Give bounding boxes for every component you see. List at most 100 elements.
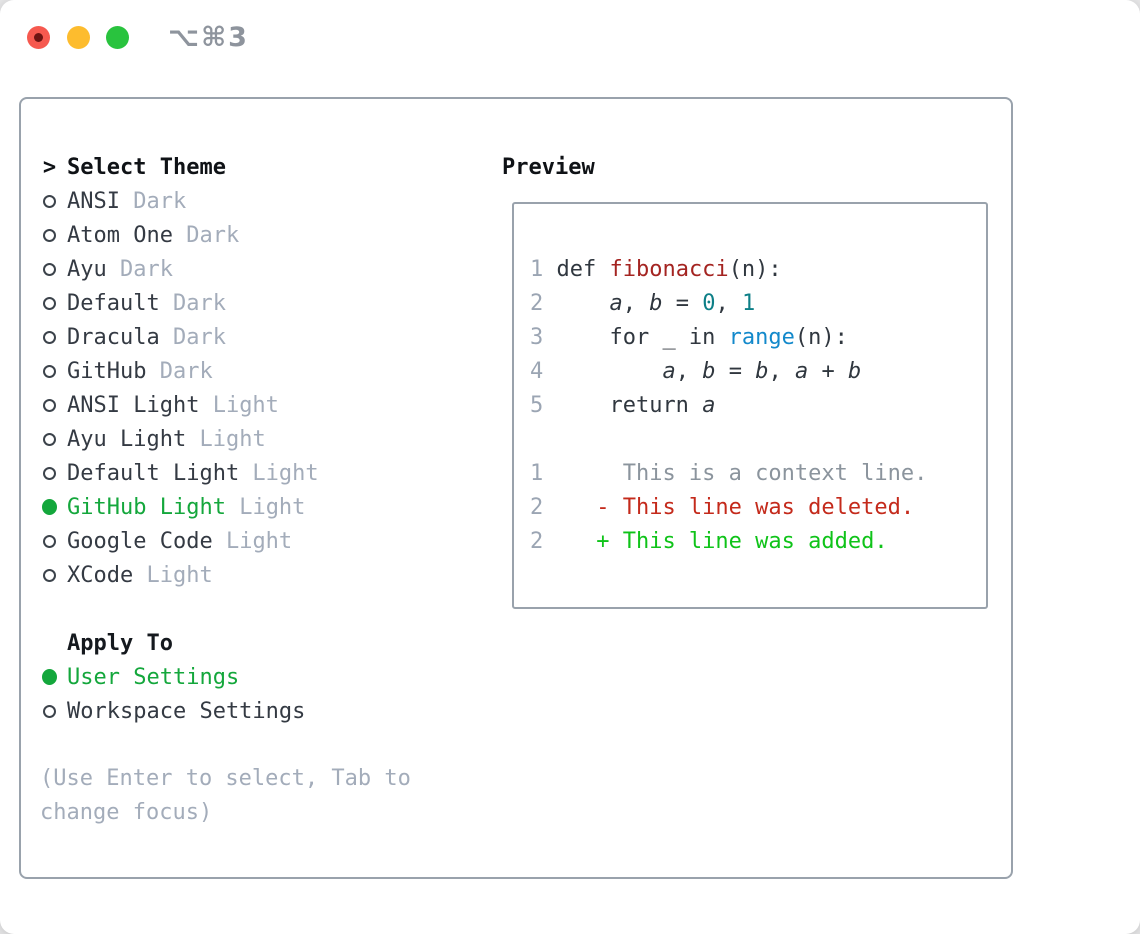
option-variant-label: Dark xyxy=(146,358,213,384)
token-plain: , xyxy=(715,291,742,316)
apply-option-workspace-settings[interactable]: Workspace Settings xyxy=(42,694,305,728)
option-label: GitHub Light xyxy=(67,494,226,520)
token-plain: , xyxy=(675,359,703,384)
apply-option-user-settings[interactable]: User Settings xyxy=(42,660,305,694)
option-variant-label: Dark xyxy=(106,256,173,282)
code-line: 1 def fibonacci(n): xyxy=(530,253,986,287)
theme-option-github[interactable]: GitHub Dark xyxy=(42,354,319,388)
option-variant-label: Light xyxy=(225,494,306,520)
theme-option-ansi[interactable]: ANSI Dark xyxy=(42,184,319,218)
radio-unselected-icon xyxy=(42,296,57,310)
radio-unselected-icon xyxy=(42,432,57,446)
theme-option-default[interactable]: Default Dark xyxy=(42,286,319,320)
code-line: 1 This is a context line. xyxy=(530,457,986,491)
radio-unselected-icon xyxy=(42,534,57,548)
close-button-icon[interactable] xyxy=(27,26,50,49)
token-num: 1 xyxy=(741,291,756,316)
minimize-button-icon[interactable] xyxy=(67,26,90,49)
theme-option-xcode[interactable]: XCode Light xyxy=(42,558,319,592)
token-var: b xyxy=(702,359,716,384)
token-add: + This line was added. xyxy=(596,529,888,554)
radio-selected-icon xyxy=(42,499,57,515)
theme-option-ansi-light[interactable]: ANSI Light Light xyxy=(42,388,319,422)
option-label: Google Code xyxy=(67,528,213,554)
theme-option-default-light[interactable]: Default Light Light xyxy=(42,456,319,490)
theme-option-ayu-light[interactable]: Ayu Light Light xyxy=(42,422,319,456)
option-label: ANSI Light xyxy=(67,392,200,418)
theme-option-dracula[interactable]: Dracula Dark xyxy=(42,320,319,354)
radio-unselected-icon xyxy=(42,364,57,378)
option-label: Default xyxy=(67,290,160,316)
option-label: XCode xyxy=(67,562,134,588)
line-number: 2 xyxy=(530,291,544,316)
radio-unselected-icon xyxy=(42,568,57,582)
theme-list-header: > Select Theme xyxy=(42,150,319,184)
line-number: 4 xyxy=(530,359,544,384)
code-line: 3 for _ in range(n): xyxy=(530,321,986,355)
option-label: Ayu xyxy=(67,256,107,282)
line-number: 1 xyxy=(530,461,544,486)
token-ctx: This is a context line. xyxy=(543,461,928,486)
option-label: Dracula xyxy=(67,324,160,350)
radio-unselected-icon xyxy=(42,228,57,242)
radio-unselected-icon xyxy=(42,398,57,412)
option-variant-label: Light xyxy=(186,426,266,452)
token-plain: , xyxy=(622,291,650,316)
radio-unselected-icon xyxy=(42,194,57,208)
option-label: Workspace Settings xyxy=(67,698,306,724)
token-var: b xyxy=(649,291,663,316)
theme-option-ayu[interactable]: Ayu Dark xyxy=(42,252,319,286)
option-label: GitHub xyxy=(67,358,147,384)
token-var: b xyxy=(755,359,769,384)
window-title: ⌥⌘3 xyxy=(168,22,249,53)
token-plain xyxy=(543,529,596,554)
token-num: 0 xyxy=(702,291,716,316)
titlebar: ⌥⌘3 xyxy=(0,0,1140,75)
option-variant-label: Light xyxy=(199,392,279,418)
preview-title: Preview xyxy=(502,154,595,180)
theme-list-title: Select Theme xyxy=(67,154,226,180)
option-label: Ayu Light xyxy=(67,426,187,452)
option-label: User Settings xyxy=(67,664,240,690)
option-variant-label: Light xyxy=(212,528,293,554)
focus-chevron-icon: > xyxy=(42,154,57,180)
option-variant-label: Dark xyxy=(119,188,187,214)
token-plain: = xyxy=(715,359,756,384)
token-var: a xyxy=(794,359,809,384)
code-blank-line xyxy=(530,423,986,457)
token-plain: def xyxy=(543,257,610,282)
theme-option-google-code[interactable]: Google Code Light xyxy=(42,524,319,558)
zoom-button-icon[interactable] xyxy=(106,26,129,49)
line-number: 2 xyxy=(530,495,544,520)
hint-text: (Use Enter to select, Tab to change focu… xyxy=(40,766,411,825)
line-number: 1 xyxy=(530,257,544,282)
line-number: 3 xyxy=(530,325,544,350)
apply-to-title: Apply To xyxy=(67,630,173,656)
code-line: 4 a, b = b, a + b xyxy=(530,355,986,389)
theme-option-atom-one[interactable]: Atom One Dark xyxy=(42,218,319,252)
token-plain xyxy=(543,291,609,316)
theme-option-github-light[interactable]: GitHub Light Light xyxy=(42,490,319,524)
option-variant-label: Dark xyxy=(159,324,226,350)
option-variant-label: Dark xyxy=(172,222,240,248)
code-line: 2 a, b = 0, 1 xyxy=(530,287,986,321)
radio-unselected-icon xyxy=(42,704,57,718)
radio-selected-icon xyxy=(42,669,57,685)
line-number: 2 xyxy=(530,529,544,554)
token-del: - This line was deleted. xyxy=(596,495,915,520)
radio-unselected-icon xyxy=(42,330,57,344)
code-line: 2 + This line was added. xyxy=(530,525,986,559)
token-plain: + xyxy=(808,359,848,384)
token-plain: (n): xyxy=(794,325,848,350)
token-plain: , xyxy=(768,359,795,384)
radio-unselected-icon xyxy=(42,262,57,276)
token-builtin: range xyxy=(728,325,795,350)
option-label: Atom One xyxy=(67,222,173,248)
token-plain xyxy=(543,359,662,384)
option-variant-label: Dark xyxy=(159,290,226,316)
